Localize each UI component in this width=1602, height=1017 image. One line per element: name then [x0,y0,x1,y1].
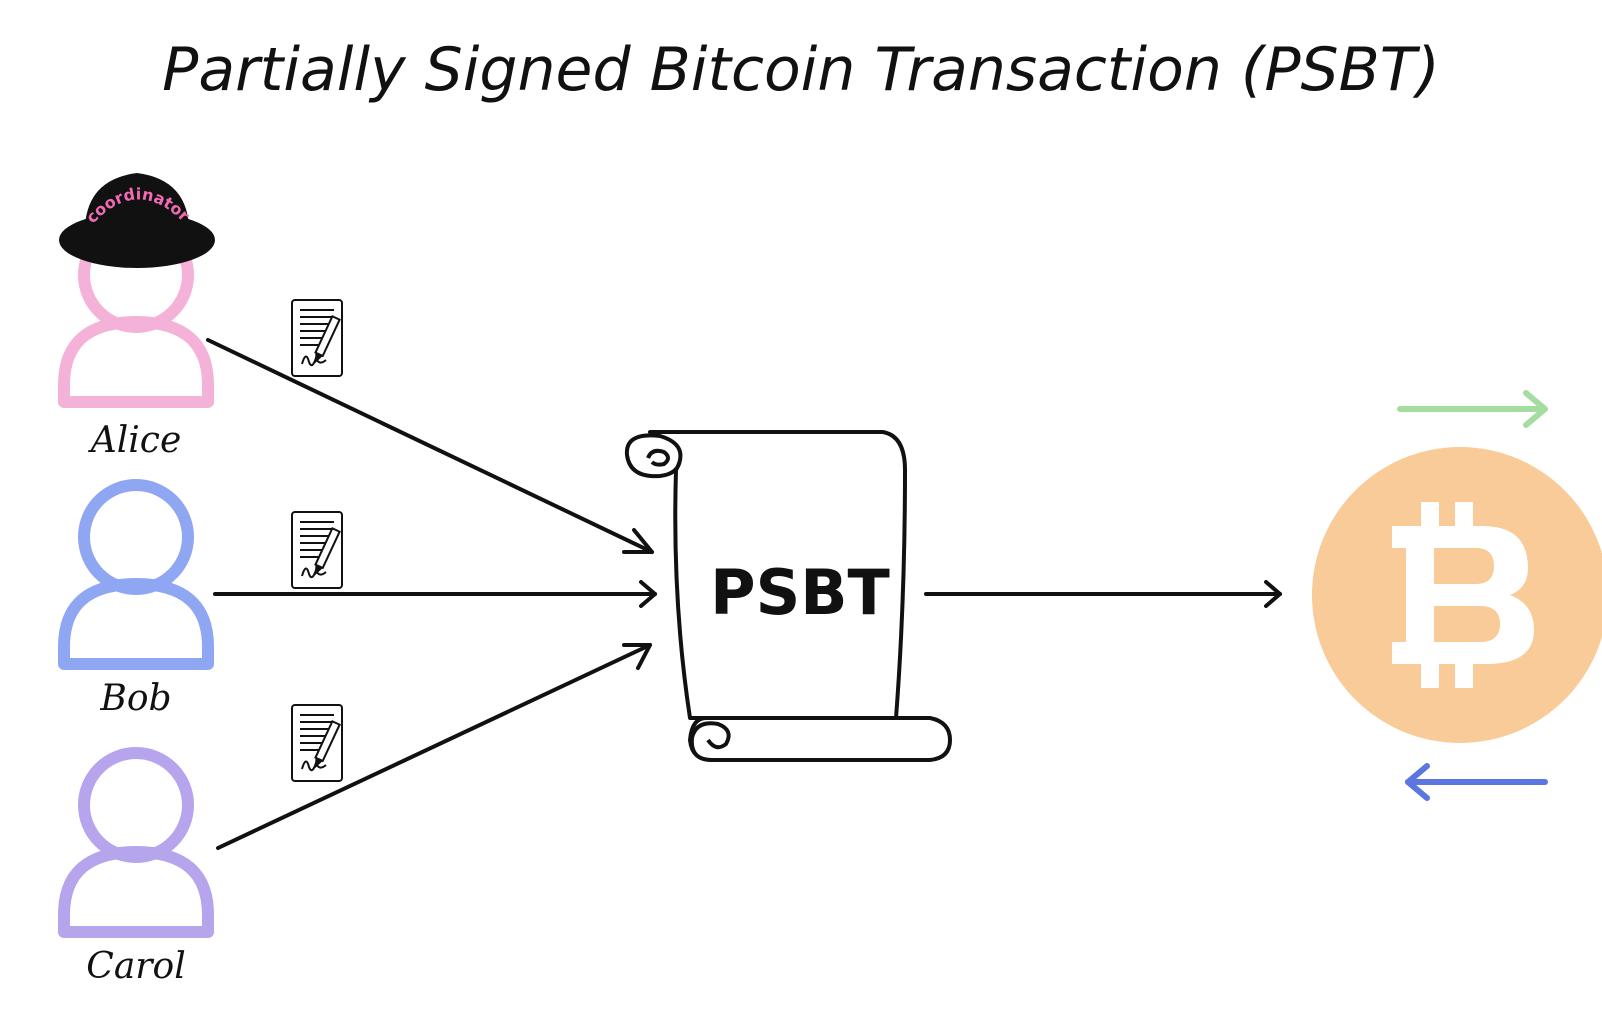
person-head [78,479,194,595]
arrow-left-icon [1405,763,1548,801]
scroll-bottom-curl [689,721,731,762]
bowler-hat-icon: coordinator [59,173,215,268]
arrow-psbt-to-bitcoin [924,580,1282,608]
pen-icon [314,526,341,576]
arrowhead [1523,390,1548,428]
person-icon [58,747,214,938]
participant-alice: coordinator Alice [58,173,215,461]
person-head [78,747,194,863]
signed-document-icon [291,511,343,589]
signature-squiggle [301,355,327,367]
signature-squiggle [301,567,327,579]
participant-bob: Bob [58,479,214,719]
signed-document-icon [291,299,343,377]
arrow-line [216,643,652,850]
bitcoin-tick [1455,658,1473,688]
signature-squiggle [301,760,327,772]
pen-icon [314,719,341,769]
signed-document-icon [291,704,343,782]
bitcoin-symbol [1392,502,1534,688]
person-body [58,316,214,408]
pen-tip [314,757,323,769]
diagram-title: Partially Signed Bitcoin Transaction (PS… [162,35,1440,105]
scroll-bottom-roll [688,716,952,762]
bitcoin-tick [1455,502,1473,532]
arrow-carol-to-psbt [216,643,652,850]
bitcoin-tick [1421,658,1439,688]
bitcoin-b [1392,526,1534,664]
person-body [58,846,214,938]
arrowhead [639,580,657,608]
bitcoin-tick [1421,502,1439,532]
bitcoin-icon [1312,447,1602,743]
participant-name: Alice [88,420,182,461]
pen-tip [314,352,323,364]
arrow-right-icon [1397,390,1548,428]
arrow-line [206,338,654,554]
participant-name: Bob [99,678,171,719]
psbt-scroll-icon: PSBT [624,430,952,762]
arrowhead [1264,580,1282,608]
arrowhead [1405,763,1430,801]
participant-name: Carol [86,946,185,987]
bitcoin-network [1312,390,1602,801]
pen-tip [314,564,323,576]
arrowhead [622,643,652,670]
psbt-label: PSBT [710,556,890,629]
person-body [58,578,214,670]
arrow-bob-to-psbt [213,580,657,608]
hat-crown [84,173,190,238]
arrowhead [622,528,654,554]
person-icon [58,479,214,670]
participant-carol: Carol [58,747,214,987]
arrow-alice-to-psbt [206,338,654,554]
scroll-top-curl-inner [646,448,670,467]
pen-icon [314,314,341,364]
